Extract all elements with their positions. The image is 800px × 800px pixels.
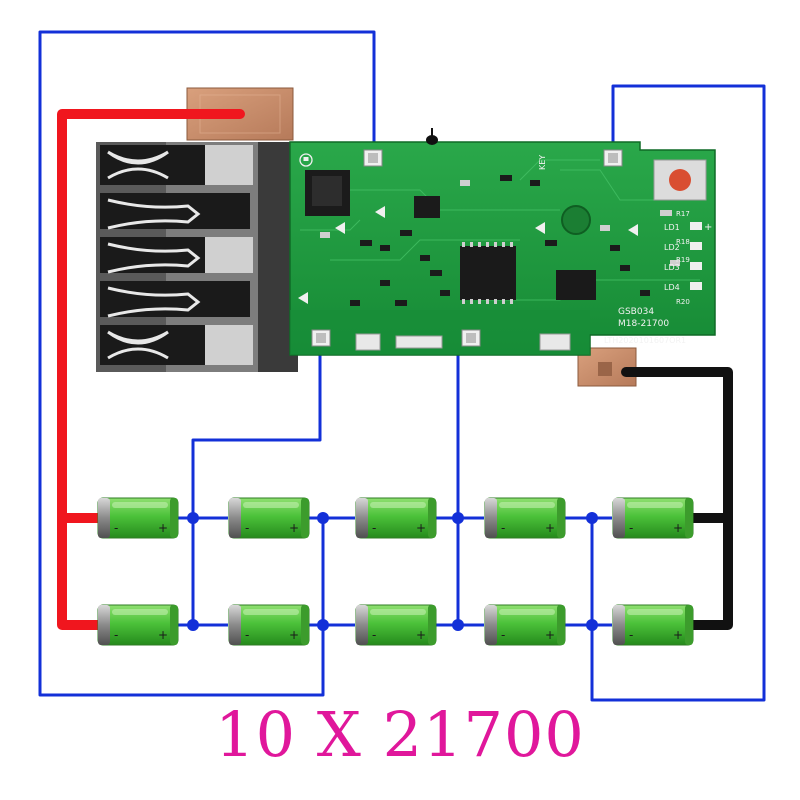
cell-positive-mark: + — [673, 628, 683, 642]
battery-cell: -+ — [355, 604, 437, 646]
battery-cells: -+-+-+-+-+-+-+-+-+-+ — [97, 497, 694, 646]
cell-positive-mark: + — [545, 521, 555, 535]
pcb-model: M18-21700 — [618, 319, 669, 329]
balance-wire-pcb-tap-2 — [456, 339, 472, 518]
cell-positive-mark: + — [673, 521, 683, 535]
cell-negative-mark: - — [372, 521, 376, 535]
cell-positive-mark: + — [158, 628, 168, 642]
pcb-date-code: LTH2020101607OR1 — [604, 336, 686, 345]
pcb-main-ic — [460, 246, 516, 300]
balance-wire-top-left — [38, 30, 376, 697]
battery-cell: -+ — [97, 604, 179, 646]
cell-positive-mark: + — [289, 628, 299, 642]
battery-cell: -+ — [484, 497, 566, 539]
cell-negative-mark: - — [501, 521, 505, 535]
cell-count-caption: 10 X 21700 — [215, 698, 585, 771]
battery-terminal-block — [96, 142, 298, 372]
pcb-r-label: R20 — [676, 298, 690, 306]
balance-wire-top-right — [590, 84, 766, 702]
cell-positive-mark: + — [158, 521, 168, 535]
battery-cell: -+ — [612, 497, 694, 539]
junction-dots — [187, 512, 598, 631]
cell-negative-mark: - — [245, 628, 249, 642]
pcb-led-label: LD3 — [664, 263, 680, 272]
cell-positive-mark: + — [289, 521, 299, 535]
bms-pcb: GSB034 M18-21700 LTH2020101607OR1 KEY LD… — [289, 128, 716, 356]
pcb-key-label: KEY — [538, 155, 547, 170]
battery-cell: -+ — [228, 604, 310, 646]
negative-main-wire — [621, 367, 733, 630]
positive-main-wire — [57, 109, 245, 630]
pcb-r-label: R19 — [676, 256, 690, 264]
battery-cell: -+ — [484, 604, 566, 646]
cell-positive-mark: + — [416, 628, 426, 642]
cell-negative-mark: - — [501, 628, 505, 642]
pcb-r-label: R18 — [676, 238, 690, 246]
battery-cell: -+ — [97, 497, 179, 539]
cell-negative-mark: - — [114, 521, 118, 535]
cell-negative-mark: - — [629, 628, 633, 642]
cell-negative-mark: - — [245, 521, 249, 535]
pcb-led-label: LD1 — [664, 223, 680, 232]
cell-positive-mark: + — [416, 521, 426, 535]
cell-positive-mark: + — [545, 628, 555, 642]
balance-wire-pcb-tap-1 — [191, 345, 322, 518]
power-plug-icon — [299, 153, 313, 167]
pcb-led-label: LD2 — [664, 243, 680, 252]
cell-negative-mark: - — [629, 521, 633, 535]
pcb-plus-label: + — [704, 222, 712, 233]
battery-cell: -+ — [355, 497, 437, 539]
cell-negative-mark: - — [114, 628, 118, 642]
battery-cell: -+ — [228, 497, 310, 539]
pcb-r-label: R17 — [676, 210, 690, 218]
balance-wires — [38, 30, 766, 702]
pcb-board-id: GSB034 — [618, 307, 654, 317]
pcb-led-label: LD4 — [664, 283, 680, 292]
battery-cell: -+ — [612, 604, 694, 646]
cell-negative-mark: - — [372, 628, 376, 642]
